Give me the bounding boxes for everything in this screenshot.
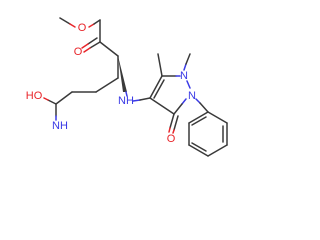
bond-c-o-dbl-b-red [81, 43, 89, 49]
ph-bond-3 [207, 144, 228, 157]
bond-c5-o-a [169, 113, 175, 129]
bond-chain-1 [95, 77, 119, 93]
atom-ring-n2: N [180, 70, 188, 82]
bond-c4-c3-dbl [153, 79, 165, 99]
bond-n1-c5 [173, 103, 183, 115]
bond-c5-o-b-red [172, 129, 175, 134]
bond-c-o-dbl-b [87, 37, 98, 45]
bond-n-c4 [139, 97, 151, 101]
ph-bond-6-dbl [191, 116, 207, 126]
bond-alpha-n-blue [125, 91, 128, 97]
wedge-alpha-n [118, 56, 127, 92]
atom-ring-o: O [167, 133, 176, 145]
bond-n2-methyl [185, 53, 191, 65]
bond-c-o-dbl-a [89, 41, 101, 49]
bond-amide-co [47, 99, 57, 105]
ph-bond-6 [188, 111, 209, 124]
bond-c5-c4 [149, 97, 175, 115]
bond-n1-c5-blue [181, 98, 187, 105]
atom-ester-o: O [78, 22, 87, 34]
bond-n2-n1-blue [186, 80, 191, 89]
bond-carbonyl-alpha [99, 41, 119, 57]
bond-n1-ph [199, 102, 209, 113]
bond-c5-o-b [173, 115, 179, 131]
bond-amide-co-red [43, 97, 49, 101]
bond-c4-c3 [149, 75, 163, 99]
atom-amide-n: NH [52, 120, 68, 132]
bond-c-o-dbl-a-red [83, 47, 91, 53]
atom-amine-n: NH [118, 95, 134, 107]
ph-bond-1 [207, 111, 228, 124]
atom-ester-o-double: O [74, 46, 83, 58]
ph-bond-4 [188, 144, 209, 157]
bond-o-carbonyl [93, 19, 101, 25]
bond-methyl-o-red [69, 23, 76, 28]
bond-n-c4-blue [132, 99, 141, 102]
structure-canvas: O O HO NH NH N N O [26, 17, 228, 157]
atom-amide-o: HO [26, 90, 43, 102]
bond-o-carbonyl-red [88, 23, 95, 28]
bond-n2-methyl-blue [183, 63, 187, 71]
ph-bond-4-dbl [191, 142, 207, 152]
molecule-drawing: O O HO NH NH N N O [26, 17, 228, 157]
bond-n1-ph-blue [195, 98, 201, 104]
bond-methyl-o [59, 17, 71, 25]
atom-ring-n1: N [188, 90, 196, 102]
bond-c3-methyl [157, 53, 163, 77]
bond-c5-o-a-red [168, 127, 171, 133]
bond-chain-3 [55, 91, 73, 105]
